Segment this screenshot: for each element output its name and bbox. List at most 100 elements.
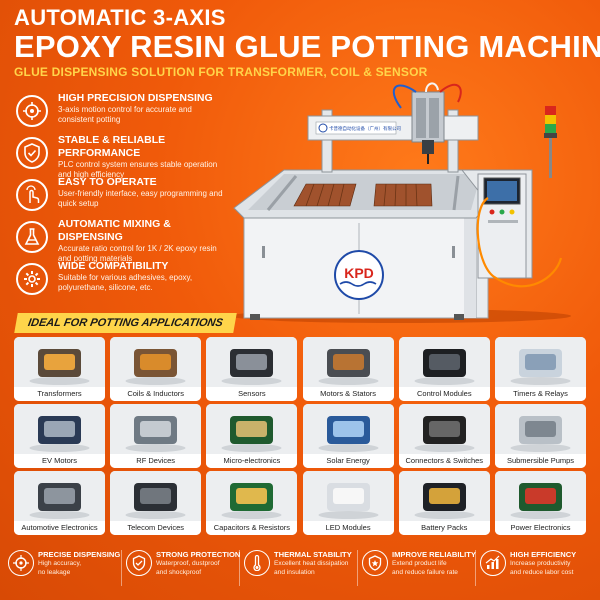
benefit-desc: High accuracy, — [38, 560, 82, 567]
benefit-title: HIGH EFFICIENCY — [510, 550, 577, 559]
benefit-desc: and reduce failure rate — [392, 568, 458, 576]
application-caption: Connectors & Switches — [398, 454, 490, 468]
application-caption: Transformers — [14, 387, 105, 401]
benefit-desc: and insulation — [274, 568, 315, 576]
application-caption: Micro-electronics — [206, 454, 298, 468]
feature-title: EASY TO OPERATE — [58, 176, 157, 188]
feature-easy: EASY TO OPERATE User-friendly interface,… — [16, 176, 226, 218]
growth-chart-icon — [480, 550, 506, 576]
benefit-title: STRONG PROTECTION — [156, 550, 241, 559]
application-caption: Power Electronics — [495, 521, 586, 535]
benefit-divider — [475, 550, 476, 586]
application-image — [495, 404, 586, 454]
feature-desc: PLC control system ensures stable operat… — [58, 160, 218, 179]
application-image — [398, 404, 490, 454]
benefit-divider — [239, 550, 240, 586]
benefit-desc: Excellent heat dissipation — [274, 560, 349, 567]
application-image — [495, 471, 586, 521]
flask-icon — [16, 221, 48, 253]
feature-desc: Accurate ratio control for 1K / 2K epoxy… — [58, 244, 217, 263]
thermometer-icon — [244, 550, 270, 576]
feature-compat: WIDE COMPATIBILITY Suitable for various … — [16, 260, 226, 302]
application-caption: Timers & Relays — [495, 387, 586, 401]
feature-title: AUTOMATIC MIXING & DISPENSING — [58, 218, 171, 243]
application-tile: Micro-electronics — [206, 404, 298, 468]
application-image — [14, 337, 105, 387]
feature-mixing: AUTOMATIC MIXING & DISPENSING Accurate r… — [16, 218, 226, 263]
application-tile: Motors & Stators — [302, 337, 394, 401]
applications-label: IDEAL FOR POTTING APPLICATIONS — [14, 313, 237, 333]
application-image — [206, 471, 298, 521]
benefit-desc: Waterproof, dustproof — [156, 560, 220, 567]
application-image — [398, 471, 490, 521]
application-image — [206, 337, 298, 387]
touch-hand-icon — [16, 179, 48, 211]
shield-check-icon — [126, 550, 152, 576]
benefit-title: IMPROVE RELIABILITY — [392, 550, 476, 559]
application-tile: Coils & Inductors — [110, 337, 202, 401]
benefit-title: THERMAL STABILITY — [274, 550, 352, 559]
application-caption: Battery Packs — [398, 521, 490, 535]
application-tile: Connectors & Switches — [398, 404, 490, 468]
svg-text:卡普德自动化设备（广州）有限公司: 卡普德自动化设备（广州）有限公司 — [329, 125, 401, 132]
application-image — [398, 337, 490, 387]
application-tile: RF Devices — [110, 404, 202, 468]
feature-title: WIDE COMPATIBILITY — [58, 260, 169, 272]
application-tile: Solar Energy — [302, 404, 394, 468]
application-image — [110, 404, 202, 454]
application-tile: Automotive Electronics — [14, 471, 105, 535]
application-image — [302, 404, 394, 454]
svg-text:KPD: KPD — [344, 265, 374, 281]
benefit-desc: Increase productivity — [510, 560, 571, 567]
application-caption: Control Modules — [398, 387, 490, 401]
header: AUTOMATIC 3-AXIS EPOXY RESIN GLUE POTTIN… — [14, 6, 600, 80]
application-tile: Submersible Pumps — [495, 404, 586, 468]
application-caption: Automotive Electronics — [14, 521, 105, 535]
feature-list: HIGH PRECISION DISPENSING 3-axis motion … — [16, 92, 226, 302]
application-caption: Solar Energy — [302, 454, 394, 468]
benefit-desc: and reduce labor cost — [510, 568, 574, 576]
feature-desc: User-friendly interface, easy programmin… — [58, 189, 223, 208]
application-tile: Capacitors & Resistors — [206, 471, 298, 535]
application-tile: Transformers — [14, 337, 105, 401]
application-tile: LED Modules — [302, 471, 394, 535]
feature-desc: Suitable for various adhesives, epoxy, p… — [58, 273, 193, 292]
application-caption: Telecom Devices — [110, 521, 202, 535]
kpd-logo: KPD — [334, 250, 384, 300]
application-tile: Power Electronics — [495, 471, 586, 535]
subtitle: GLUE DISPENSING SOLUTION FOR TRANSFORMER… — [14, 65, 428, 79]
application-image — [495, 337, 586, 387]
benefit-divider — [357, 550, 358, 586]
benefit-divider — [121, 550, 122, 586]
gear-icon — [16, 263, 48, 295]
shield-check-icon — [16, 137, 48, 169]
feature-desc: 3-axis motion control for accurate and c… — [58, 105, 192, 124]
target-icon — [8, 550, 34, 576]
application-tile: Telecom Devices — [110, 471, 202, 535]
application-tile: Battery Packs — [398, 471, 490, 535]
application-caption: EV Motors — [14, 454, 105, 468]
application-tile: Control Modules — [398, 337, 490, 401]
application-caption: RF Devices — [110, 454, 202, 468]
potting-machine-image: KPD 卡普德自动化设备（广州）有限公司 — [231, 82, 571, 323]
application-caption: Submersible Pumps — [495, 454, 586, 468]
application-caption: Coils & Inductors — [110, 387, 202, 401]
benefit-desc: no leakage — [38, 568, 71, 576]
shield-star-icon — [362, 550, 388, 576]
application-image — [206, 404, 298, 454]
application-caption: Motors & Stators — [302, 387, 394, 401]
feature-precision: HIGH PRECISION DISPENSING 3-axis motion … — [16, 92, 226, 134]
application-image — [110, 337, 202, 387]
application-tile: Timers & Relays — [495, 337, 586, 401]
feature-title: HIGH PRECISION DISPENSING — [58, 92, 213, 104]
application-image — [302, 337, 394, 387]
title-line-2: EPOXY RESIN GLUE POTTING MACHINE — [14, 29, 600, 64]
application-image — [14, 404, 105, 454]
benefit-desc: Extend product life — [392, 560, 447, 567]
application-caption: LED Modules — [302, 521, 394, 535]
